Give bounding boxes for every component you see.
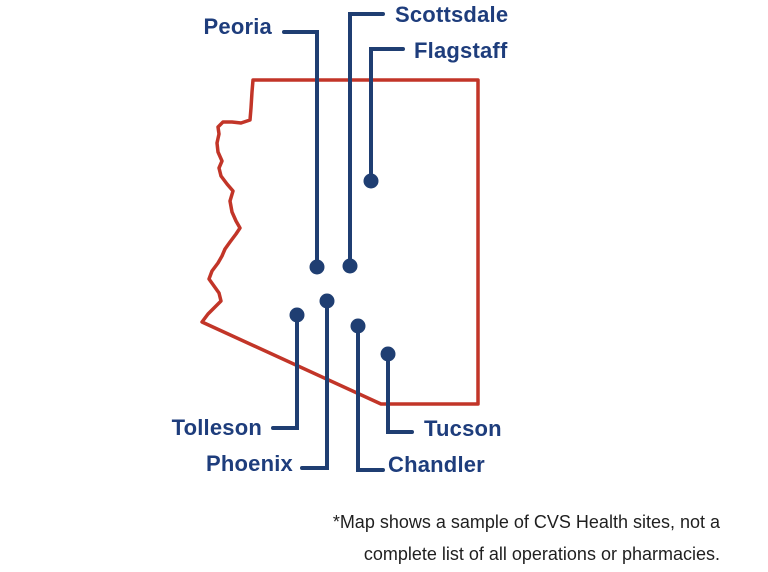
city-label-scottsdale: Scottsdale	[395, 2, 509, 27]
city-dot-chandler	[350, 318, 366, 334]
arizona-outline	[200, 78, 480, 406]
city-dot-phoenix	[319, 293, 335, 309]
city-dot-flagstaff	[363, 173, 379, 189]
footnote-line-1: *Map shows a sample of CVS Health sites,…	[332, 512, 720, 532]
city-label-tucson: Tucson	[424, 416, 502, 441]
city-label-tolleson: Tolleson	[171, 415, 262, 440]
connector-tolleson	[271, 313, 299, 430]
city-dot-tucson	[380, 346, 396, 362]
city-dot-scottsdale	[342, 258, 358, 274]
footnote-line-2: complete list of all operations or pharm…	[363, 544, 720, 564]
connector-phoenix	[300, 299, 329, 470]
city-label-phoenix: Phoenix	[206, 451, 293, 476]
city-dot-tolleson	[289, 307, 305, 323]
connector-tucson	[386, 352, 414, 434]
city-dot-peoria	[309, 259, 325, 275]
connector-scottsdale	[348, 12, 385, 268]
city-label-peoria: Peoria	[203, 14, 272, 39]
connector-chandler	[356, 324, 385, 472]
city-label-chandler: Chandler	[388, 452, 485, 477]
map-footnote: *Map shows a sample of CVS Health sites,…	[333, 506, 720, 570]
connector-peoria	[282, 30, 319, 269]
city-label-flagstaff: Flagstaff	[414, 38, 508, 63]
connector-flagstaff	[369, 47, 405, 183]
